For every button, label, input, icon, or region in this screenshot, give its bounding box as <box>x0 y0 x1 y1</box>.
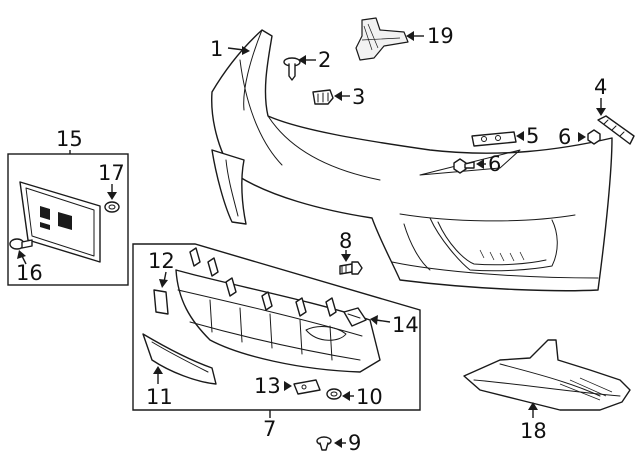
screw-16[interactable] <box>9 238 33 250</box>
bolt-6a[interactable] <box>453 158 475 174</box>
callout-14: 14 <box>392 313 419 337</box>
bracket-13[interactable] <box>293 379 321 395</box>
retainer-9[interactable] <box>316 436 332 451</box>
clip-12[interactable] <box>153 289 169 315</box>
bolt-6b[interactable] <box>587 129 601 145</box>
callout-7: 7 <box>263 417 276 441</box>
callout-2: 2 <box>318 48 331 72</box>
license-bracket-15[interactable] <box>19 181 101 263</box>
leader-lines <box>17 31 606 448</box>
bracket-plate-5[interactable] <box>471 131 517 147</box>
callout-17: 17 <box>98 161 125 185</box>
callout-10: 10 <box>356 385 383 409</box>
callout-6a: 6 <box>488 152 501 176</box>
bracket-3[interactable] <box>312 89 334 105</box>
license-group-box <box>7 153 129 286</box>
callout-13: 13 <box>254 374 281 398</box>
callout-6b: 6 <box>558 125 571 149</box>
callout-4: 4 <box>594 75 607 99</box>
callout-1: 1 <box>210 37 223 61</box>
push-pin-2[interactable] <box>283 57 301 81</box>
side-trim-11[interactable] <box>142 333 217 385</box>
bracket-14[interactable] <box>343 307 367 327</box>
callout-5: 5 <box>526 124 539 148</box>
nut-10[interactable] <box>326 388 342 400</box>
callout-18: 18 <box>520 419 547 443</box>
lower-grille-7[interactable] <box>175 247 381 373</box>
callout-16: 16 <box>16 261 43 285</box>
grille-group-box <box>132 243 421 411</box>
splash-shield-18[interactable] <box>463 339 631 411</box>
callout-3: 3 <box>352 85 365 109</box>
callout-8: 8 <box>339 229 352 253</box>
callout-9: 9 <box>348 431 361 455</box>
bolt-8[interactable] <box>339 261 363 275</box>
bumper-cover[interactable] <box>211 29 613 292</box>
callout-11: 11 <box>146 385 173 409</box>
callout-19: 19 <box>427 24 454 48</box>
nut-17[interactable] <box>104 201 120 213</box>
callout-15: 15 <box>56 127 83 151</box>
callout-12: 12 <box>148 249 175 273</box>
reinforcement-19[interactable] <box>355 17 409 61</box>
side-bracket-4[interactable] <box>597 115 635 145</box>
